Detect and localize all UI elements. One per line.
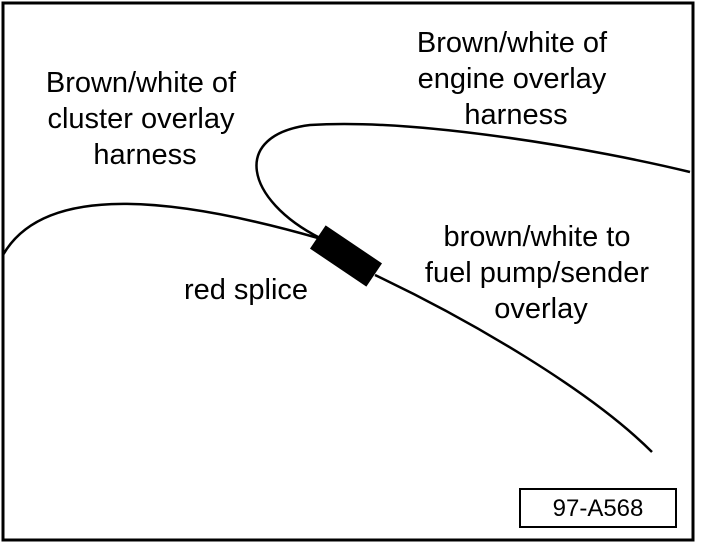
label-fuel-line-1: brown/white to <box>443 221 630 253</box>
reference-code: 97-A568 <box>553 495 644 522</box>
label-engine-wire: Brown/white of engine overlay harness <box>417 27 615 131</box>
reference-code-box <box>519 488 677 528</box>
wire-cluster-overlay <box>1 202 319 256</box>
label-engine-line-3: harness <box>464 99 567 131</box>
label-cluster-line-2: cluster overlay <box>47 103 234 135</box>
label-engine-line-2: engine overlay <box>418 63 607 95</box>
label-fuel-line-2: fuel pump/sender <box>425 257 649 289</box>
label-splice: red splice <box>184 274 308 306</box>
label-cluster-line-1: Brown/white of <box>46 67 237 99</box>
label-fuel-line-3: overlay <box>494 293 588 325</box>
label-cluster-wire: Brown/white of cluster overlay harness <box>46 67 244 171</box>
red-splice <box>309 225 383 287</box>
label-fuel-pump-wire: brown/white to fuel pump/sender overlay <box>425 221 657 325</box>
label-engine-line-1: Brown/white of <box>417 27 608 59</box>
wire-engine-overlay <box>255 122 691 240</box>
wire-fuel-pump-sender <box>374 273 653 453</box>
diagram-frame <box>1 1 695 542</box>
label-cluster-line-3: harness <box>93 139 196 171</box>
